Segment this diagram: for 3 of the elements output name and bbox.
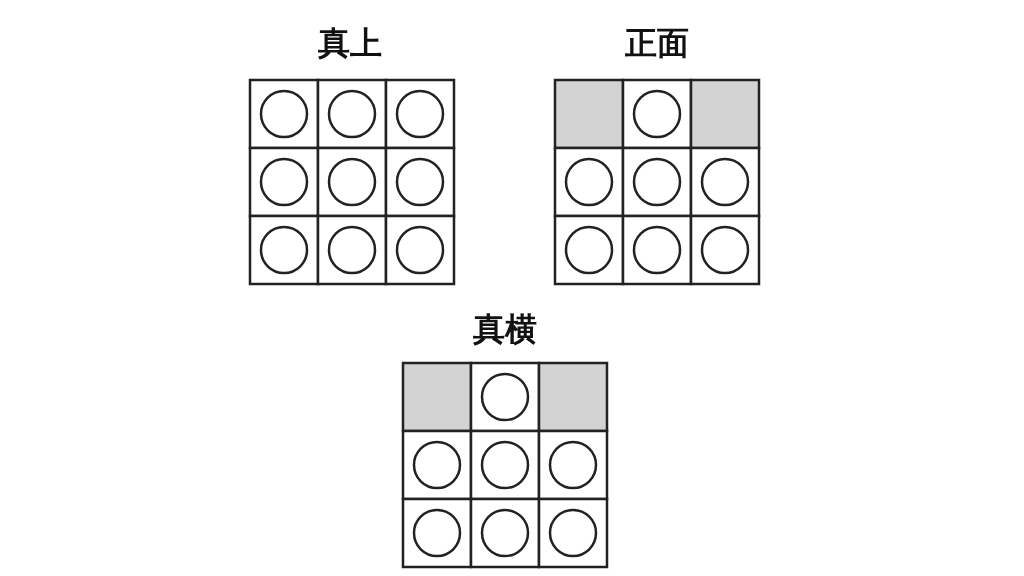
view-heading: 正面 [625,23,689,64]
view-heading: 真上 [318,23,382,64]
view-heading: 真横 [473,309,537,350]
